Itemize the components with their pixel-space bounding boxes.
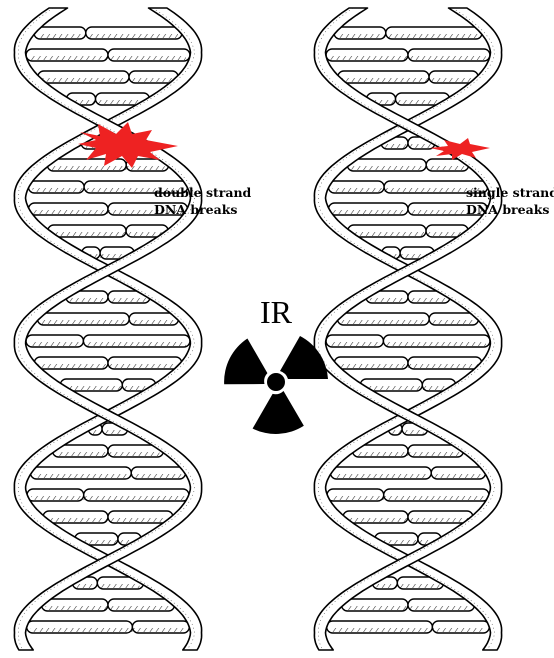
rung-shading bbox=[30, 56, 186, 60]
rung-shading bbox=[345, 606, 470, 610]
rung-shading bbox=[357, 452, 460, 456]
rung-shading bbox=[31, 496, 185, 500]
rung-shading bbox=[45, 606, 170, 610]
rung-shading bbox=[31, 628, 186, 632]
rung-shading bbox=[333, 210, 484, 214]
rung-shading bbox=[332, 188, 483, 192]
single-strand-label-line1: single strand bbox=[466, 184, 554, 201]
rung-shading bbox=[338, 34, 478, 38]
double-strand-label-line1: double strand bbox=[154, 184, 251, 201]
rung-shading bbox=[371, 100, 446, 104]
rung-shading bbox=[376, 584, 439, 588]
double-strand-label-line2: DNA breaks bbox=[154, 201, 237, 218]
rung-shading bbox=[338, 364, 477, 368]
rung-shading bbox=[352, 232, 464, 236]
rung-shading bbox=[331, 496, 485, 500]
rung-shading bbox=[30, 342, 186, 346]
rung-shading bbox=[330, 342, 486, 346]
rung-shading bbox=[370, 298, 446, 302]
rung-shading bbox=[41, 320, 174, 324]
rung-shading bbox=[47, 518, 169, 522]
rung-shading bbox=[330, 56, 486, 60]
rung-shading bbox=[76, 584, 139, 588]
rung-shading bbox=[64, 386, 151, 390]
rung-shading bbox=[347, 518, 469, 522]
rung-shading bbox=[364, 386, 451, 390]
dna-helix-right bbox=[314, 8, 501, 650]
rung-shading bbox=[92, 430, 123, 434]
rung-shading bbox=[342, 78, 474, 82]
rung-shading bbox=[57, 452, 160, 456]
dna-helix-left bbox=[14, 8, 201, 650]
rung-shading bbox=[385, 144, 431, 148]
rung-shading bbox=[71, 100, 146, 104]
single-strand-label-line2: DNA breaks bbox=[466, 201, 549, 218]
rung-shading bbox=[42, 78, 174, 82]
rung-shading bbox=[392, 430, 423, 434]
rung-shading bbox=[34, 474, 181, 478]
rung-shading bbox=[38, 34, 178, 38]
radiation-trefoil-icon bbox=[210, 336, 328, 450]
rung-shading bbox=[52, 232, 164, 236]
ir-label: IR bbox=[260, 294, 292, 331]
rung-shading bbox=[70, 298, 146, 302]
rung-shading bbox=[351, 166, 464, 170]
rung-shading bbox=[341, 320, 474, 324]
rung-shading bbox=[331, 628, 486, 632]
rung-shading bbox=[38, 364, 177, 368]
rung-shading bbox=[334, 474, 481, 478]
rung-shading bbox=[51, 166, 164, 170]
